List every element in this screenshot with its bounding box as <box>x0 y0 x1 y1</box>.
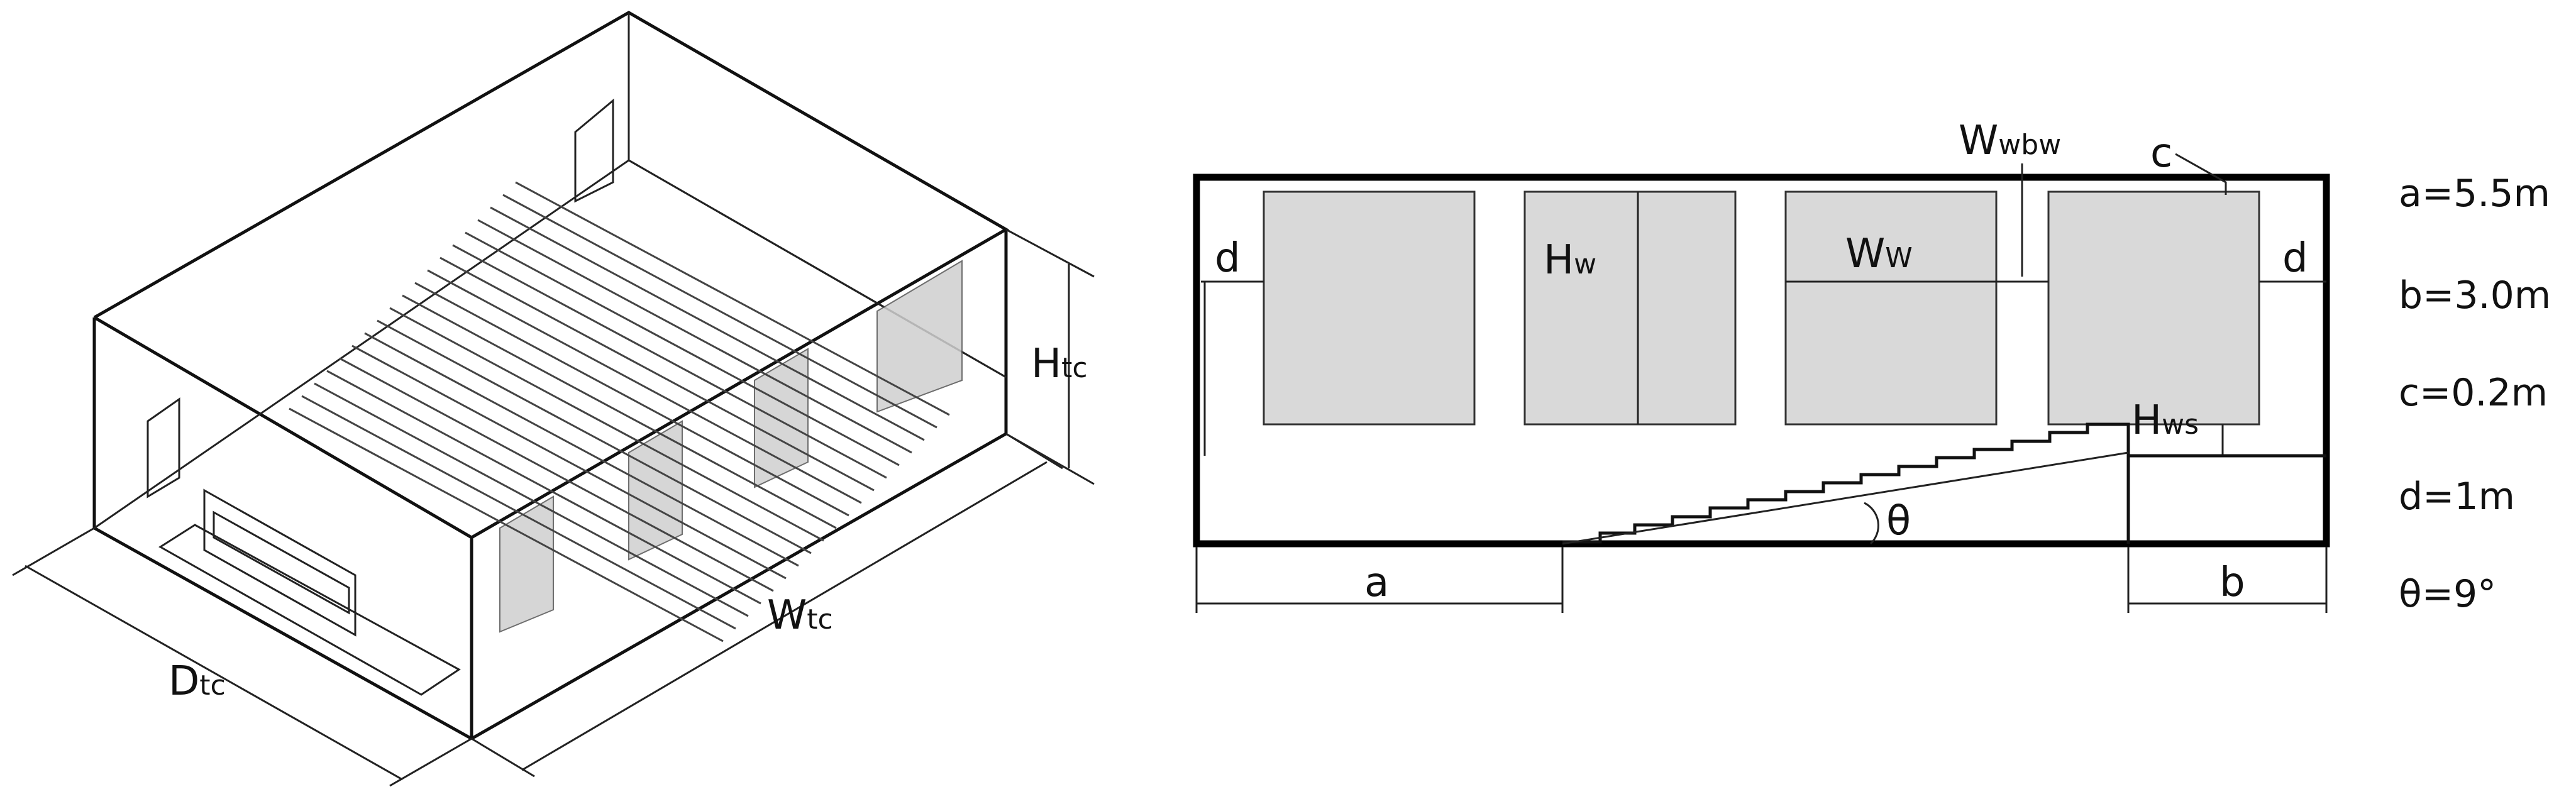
ww-label: WW <box>1845 231 1913 277</box>
wtc-extension-right <box>1005 433 1063 470</box>
theta-arc <box>1864 502 1879 545</box>
window-2 <box>1523 190 1737 426</box>
dtc-extension-left <box>12 527 95 576</box>
d-right-label: d <box>2282 235 2308 282</box>
back-door <box>574 98 614 203</box>
wtc-dimension-line <box>521 461 1048 771</box>
c-label: c <box>2150 130 2172 177</box>
wwbw-label: Wwbw <box>1959 118 2061 164</box>
window-panel-1 <box>499 495 554 633</box>
stepped-floor <box>1562 422 2326 544</box>
htc-label: Htc <box>1031 341 1088 387</box>
blackboard-inner <box>213 510 350 615</box>
d-left-label: d <box>1215 235 1241 282</box>
a-label: a <box>1364 559 1389 606</box>
param-d: d=1m <box>2399 475 2515 519</box>
wtc-extension-left <box>471 737 535 778</box>
hws-label: Hws <box>2131 397 2199 444</box>
c-leader <box>2175 153 2227 195</box>
roof-outline <box>93 11 1010 539</box>
theta-label: θ <box>1886 498 1911 544</box>
window-4 <box>2047 190 2260 426</box>
wtc-label: Wtc <box>767 592 833 639</box>
window-panel-2 <box>628 420 683 561</box>
hw-label: Hw <box>1544 237 1596 284</box>
isometric-classroom: Htc Wtc Dtc <box>12 11 1095 787</box>
slope-line <box>1562 451 2129 545</box>
window-panel-4 <box>876 260 963 413</box>
param-c: c=0.2m <box>2399 371 2548 415</box>
seat-rows <box>289 181 950 642</box>
param-a: a=5.5m <box>2399 172 2550 216</box>
window-3 <box>1784 190 1998 426</box>
blackboard <box>203 488 357 637</box>
podium <box>158 524 461 696</box>
section-view: d Hw WW Wwbw c d Hws θ <box>1193 118 2330 613</box>
param-b: b=3.0m <box>2399 273 2551 317</box>
window-1 <box>1263 190 1476 426</box>
room-outline <box>1193 174 2330 548</box>
bottom-left-edge <box>93 526 473 741</box>
param-theta: θ=9° <box>2399 572 2496 616</box>
b-label: b <box>2219 559 2245 606</box>
parameter-list: a=5.5m b=3.0m c=0.2m d=1m θ=9° <box>2399 172 2551 616</box>
bottom-right-edge <box>470 432 1007 741</box>
inner-floor-edge-back <box>94 159 629 529</box>
dtc-label: Dtc <box>169 658 226 705</box>
dtc-extension-right <box>389 737 472 787</box>
dtc-dimension-line <box>25 565 403 781</box>
htc-extension-top <box>1005 228 1095 278</box>
side-door <box>146 397 180 499</box>
